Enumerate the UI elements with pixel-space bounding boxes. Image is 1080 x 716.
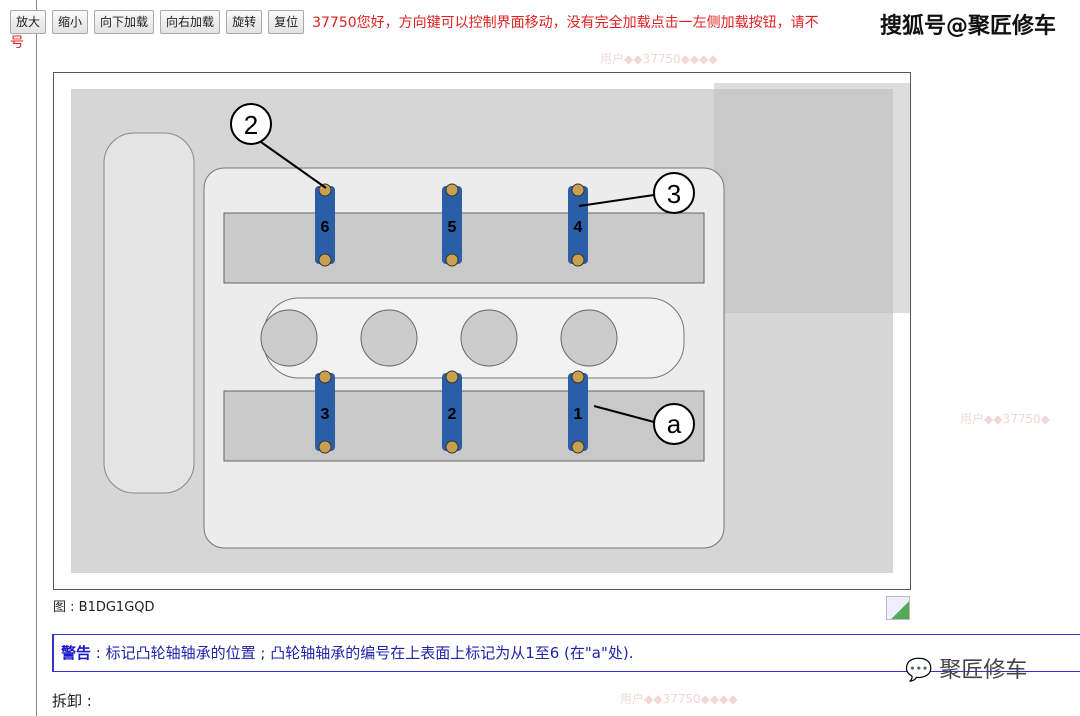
- bolt: [445, 253, 459, 267]
- bearing-number: 3: [321, 406, 330, 423]
- reset-button[interactable]: 复位: [268, 10, 305, 34]
- bolt: [445, 183, 459, 197]
- bearing-number: 6: [321, 219, 330, 236]
- bearing-number: 1: [574, 406, 583, 423]
- engine-diagram: 6 5 4 3 2 1 2 3 a: [71, 83, 954, 573]
- bolt: [318, 183, 332, 197]
- bolt: [571, 370, 585, 384]
- callout-a: a: [667, 409, 682, 439]
- toolbar: 放大 缩小 向下加载 向右加载 旋转 复位 37750您好，方向键可以控制界面移…: [10, 10, 819, 34]
- warning-label: 警告: [61, 644, 92, 662]
- section-title: 拆卸 :: [52, 692, 92, 710]
- watermark-bottom-text: 聚匠修车: [939, 658, 1028, 683]
- bearing-number: 5: [448, 219, 457, 236]
- figure-frame: 6 5 4 3 2 1 2 3 a: [53, 72, 954, 590]
- bolt: [318, 253, 332, 267]
- background-watermark: 用户◆◆37750◆◆◆◆: [600, 52, 718, 66]
- load-right-button[interactable]: 向右加载: [160, 10, 221, 34]
- left-border: [36, 0, 37, 716]
- bearing-number: 2: [448, 406, 457, 423]
- bolt: [571, 183, 585, 197]
- watermark-bottom: 💬 聚匠修车: [905, 658, 1028, 683]
- notice-text: 37750您好，方向键可以控制界面移动，没有完全加载点击一左侧加载按钮，请不: [312, 15, 819, 31]
- bolt: [318, 370, 332, 384]
- zoom-in-button[interactable]: 放大: [10, 10, 47, 34]
- background-watermark: 用户◆◆37750◆: [960, 412, 1050, 426]
- callout-3: 3: [667, 179, 681, 209]
- bolt: [571, 440, 585, 454]
- bolt: [318, 440, 332, 454]
- figure-caption: 图 : B1DG1GQD: [53, 600, 155, 615]
- zoom-out-button[interactable]: 缩小: [52, 10, 89, 34]
- bearing-cap: [315, 373, 335, 451]
- bearing-cap: [568, 373, 588, 451]
- broken-image-icon[interactable]: [886, 596, 910, 620]
- bearing-cap: [442, 186, 462, 264]
- callout-2: 2: [244, 110, 258, 140]
- bearing-cap: [315, 186, 335, 264]
- bolt: [571, 253, 585, 267]
- watermark-top: 搜狐号@聚匠修车: [879, 14, 1056, 39]
- background-watermark: 用户◆◆37750◆◆◆◆: [620, 692, 738, 706]
- warning-box: 警告 : 标记凸轮轴轴承的位置 ; 凸轮轴轴承的编号在上表面上标记为从1至6 (…: [52, 634, 1080, 672]
- bearing-cap: [442, 373, 462, 451]
- warning-text: : 标记凸轮轴轴承的位置 ; 凸轮轴轴承的编号在上表面上标记为从1至6 (在"a…: [91, 644, 634, 662]
- load-down-button[interactable]: 向下加载: [94, 10, 155, 34]
- bolt: [445, 370, 459, 384]
- rotate-button[interactable]: 旋转: [226, 10, 263, 34]
- notice-text-cont: 号: [10, 35, 24, 51]
- bolt: [445, 440, 459, 454]
- bearing-number: 4: [574, 219, 583, 236]
